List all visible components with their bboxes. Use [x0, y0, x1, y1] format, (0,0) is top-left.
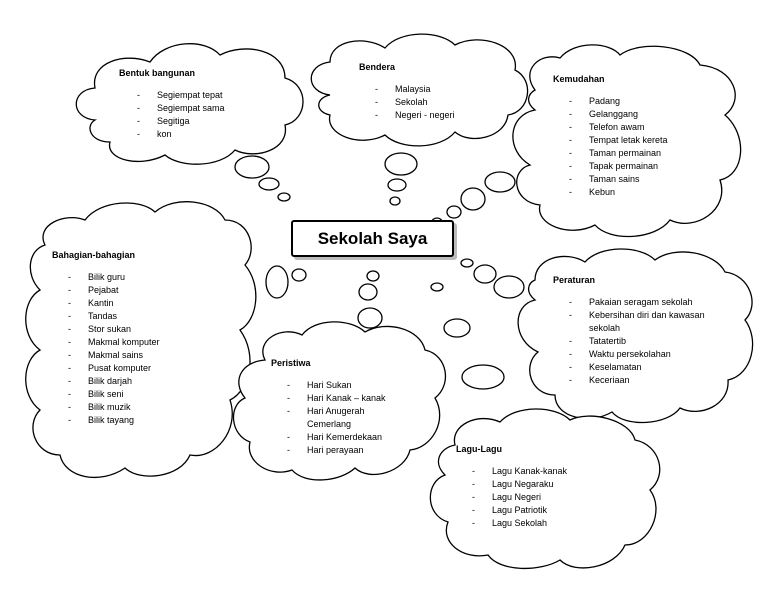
list-item: Tapak permainan — [569, 160, 668, 173]
cloud-title: Bahagian-bahagian — [52, 250, 136, 260]
list-item: Pusat komputer — [68, 362, 160, 375]
list-item: Hari Kanak – kanak — [287, 392, 402, 405]
list-item: Lagu Patriotik — [472, 504, 567, 517]
list-item: Gelanggang — [569, 108, 668, 121]
list-item: Taman permainan — [569, 147, 668, 160]
list-item: Pakaian seragam sekolah — [569, 296, 719, 309]
list-item: Tempat letak kereta — [569, 134, 668, 147]
list-item: Kebun — [569, 186, 668, 199]
list-item: Lagu Negeri — [472, 491, 567, 504]
list-item: Hari Kemerdekaan — [287, 431, 402, 444]
list-item: Negeri - negeri — [375, 109, 455, 122]
list-item: Waktu persekolahan — [569, 348, 719, 361]
list-item: Hari perayaan — [287, 444, 402, 457]
cloud-title: Peraturan — [553, 275, 596, 285]
list-item: Padang — [569, 95, 668, 108]
connector-bubbles — [234, 152, 525, 390]
list-item: Lagu Sekolah — [472, 517, 567, 530]
list-item: Bilik muzik — [68, 401, 160, 414]
cloud-kemudahan: Kemudahan Padang Gelanggang Telefon awam… — [553, 73, 668, 199]
list-item: Bilik tayang — [68, 414, 160, 427]
central-topic-title: Sekolah Saya — [317, 228, 428, 248]
cloud-bahagian-bahagian: Bahagian-bahagian Bilik guru Pejabat Kan… — [52, 249, 160, 427]
list-item: Pejabat — [68, 284, 160, 297]
list-item: Bilik darjah — [68, 375, 160, 388]
list-item: Taman sains — [569, 173, 668, 186]
list-item: Keceriaan — [569, 374, 719, 387]
list-item: Stor sukan — [68, 323, 160, 336]
list-item: Tandas — [68, 310, 160, 323]
cloud-peristiwa: Peristiwa Hari Sukan Hari Kanak – kanak … — [271, 357, 421, 457]
cloud-bendera: Bendera Malaysia Sekolah Negeri - negeri — [359, 61, 455, 122]
list-item: Sekolah — [375, 96, 455, 109]
list-item: Tatatertib — [569, 335, 719, 348]
cloud-title: Bentuk bangunan — [119, 68, 195, 78]
cloud-title: Bendera — [359, 62, 396, 72]
cloud-bentuk-bangunan: Bentuk bangunan Segiempat tepat Segiempa… — [119, 67, 225, 141]
list-item: Makmal komputer — [68, 336, 160, 349]
list-item: Hari Sukan — [287, 379, 402, 392]
list-item: Telefon awam — [569, 121, 668, 134]
list-item: Makmal sains — [68, 349, 160, 362]
list-item: Segitiga — [137, 115, 225, 128]
list-item: Bilik seni — [68, 388, 160, 401]
cloud-lagu-lagu: Lagu-Lagu Lagu Kanak-kanak Lagu Negaraku… — [456, 443, 567, 530]
list-item: Kantin — [68, 297, 160, 310]
list-item: Lagu Kanak-kanak — [472, 465, 567, 478]
cloud-title: Peristiwa — [271, 358, 311, 368]
list-item: Bilik guru — [68, 271, 160, 284]
list-item: Malaysia — [375, 83, 455, 96]
list-item: kon — [137, 128, 225, 141]
list-item: Hari Anugerah Cemerlang — [287, 405, 402, 431]
list-item: Segiempat tepat — [137, 89, 225, 102]
list-item: Kebersihan diri dan kawasan sekolah — [569, 309, 719, 335]
cloud-title: Kemudahan — [553, 74, 605, 84]
list-item: Segiempat sama — [137, 102, 225, 115]
central-topic-box: Sekolah Saya — [291, 220, 454, 257]
list-item: Keselamatan — [569, 361, 719, 374]
cloud-title: Lagu-Lagu — [456, 444, 502, 454]
cloud-peraturan: Peraturan Pakaian seragam sekolah Kebers… — [553, 274, 728, 387]
list-item: Lagu Negaraku — [472, 478, 567, 491]
